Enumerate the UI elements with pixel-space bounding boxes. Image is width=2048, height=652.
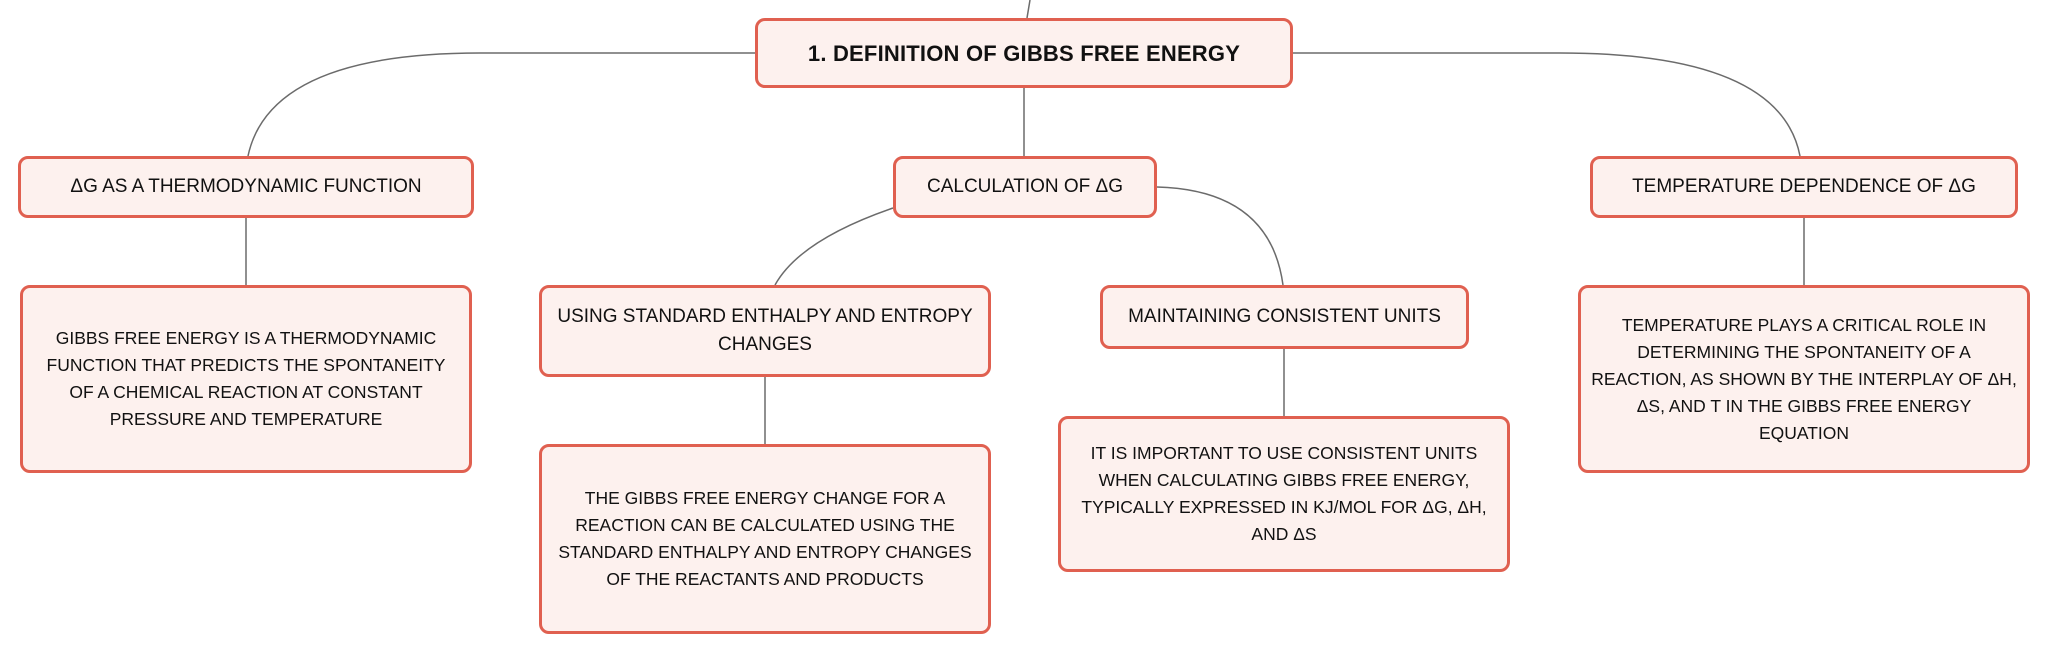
topic-calculation[interactable]: CALCULATION OF ΔG	[893, 156, 1157, 218]
detail-standard-enthalpy-entropy[interactable]: THE GIBBS FREE ENERGY CHANGE FOR A REACT…	[539, 444, 991, 634]
subtopic-label: MAINTAINING CONSISTENT UNITS	[1128, 305, 1441, 327]
topic-label: CALCULATION OF ΔG	[926, 175, 1124, 197]
detail-text: TEMPERATURE PLAYS A CRITICAL ROLE IN DET…	[1591, 314, 2017, 443]
connector-calculation-to-units	[1156, 186, 1284, 286]
subtopic-label: USING STANDARD ENTHALPY AND ENTROPY CHAN…	[557, 305, 973, 356]
subtopic-standard-enthalpy-entropy[interactable]: USING STANDARD ENTHALPY AND ENTROPY CHAN…	[539, 285, 991, 377]
detail-consistent-units[interactable]: IT IS IMPORTANT TO USE CONSISTENT UNITS …	[1058, 416, 1510, 572]
topic-thermodynamic-function[interactable]: ΔG AS A THERMODYNAMIC FUNCTION	[18, 156, 474, 218]
connector-root-to-temperature	[1293, 52, 1801, 157]
root-node[interactable]: 1. DEFINITION OF GIBBS FREE ENERGY	[755, 18, 1293, 88]
detail-text: THE GIBBS FREE ENERGY CHANGE FOR A REACT…	[558, 488, 972, 589]
connector-root-to-function	[247, 52, 755, 157]
topic-label: TEMPERATURE DEPENDENCE OF ΔG	[1632, 175, 1976, 197]
subtopic-consistent-units[interactable]: MAINTAINING CONSISTENT UNITS	[1100, 285, 1469, 349]
root-label: 1. DEFINITION OF GIBBS FREE ENERGY	[807, 40, 1241, 66]
connector-to-parent	[1026, 0, 1031, 19]
detail-text: GIBBS FREE ENERGY IS A THERMODYNAMIC FUN…	[46, 328, 446, 429]
detail-temperature-dependence[interactable]: TEMPERATURE PLAYS A CRITICAL ROLE IN DET…	[1578, 285, 2030, 473]
connector-calculation-to-standard	[774, 207, 894, 286]
topic-label: ΔG AS A THERMODYNAMIC FUNCTION	[70, 175, 422, 197]
detail-thermodynamic-function[interactable]: GIBBS FREE ENERGY IS A THERMODYNAMIC FUN…	[20, 285, 472, 473]
topic-temperature-dependence[interactable]: TEMPERATURE DEPENDENCE OF ΔG	[1590, 156, 2018, 218]
detail-text: IT IS IMPORTANT TO USE CONSISTENT UNITS …	[1081, 443, 1487, 544]
